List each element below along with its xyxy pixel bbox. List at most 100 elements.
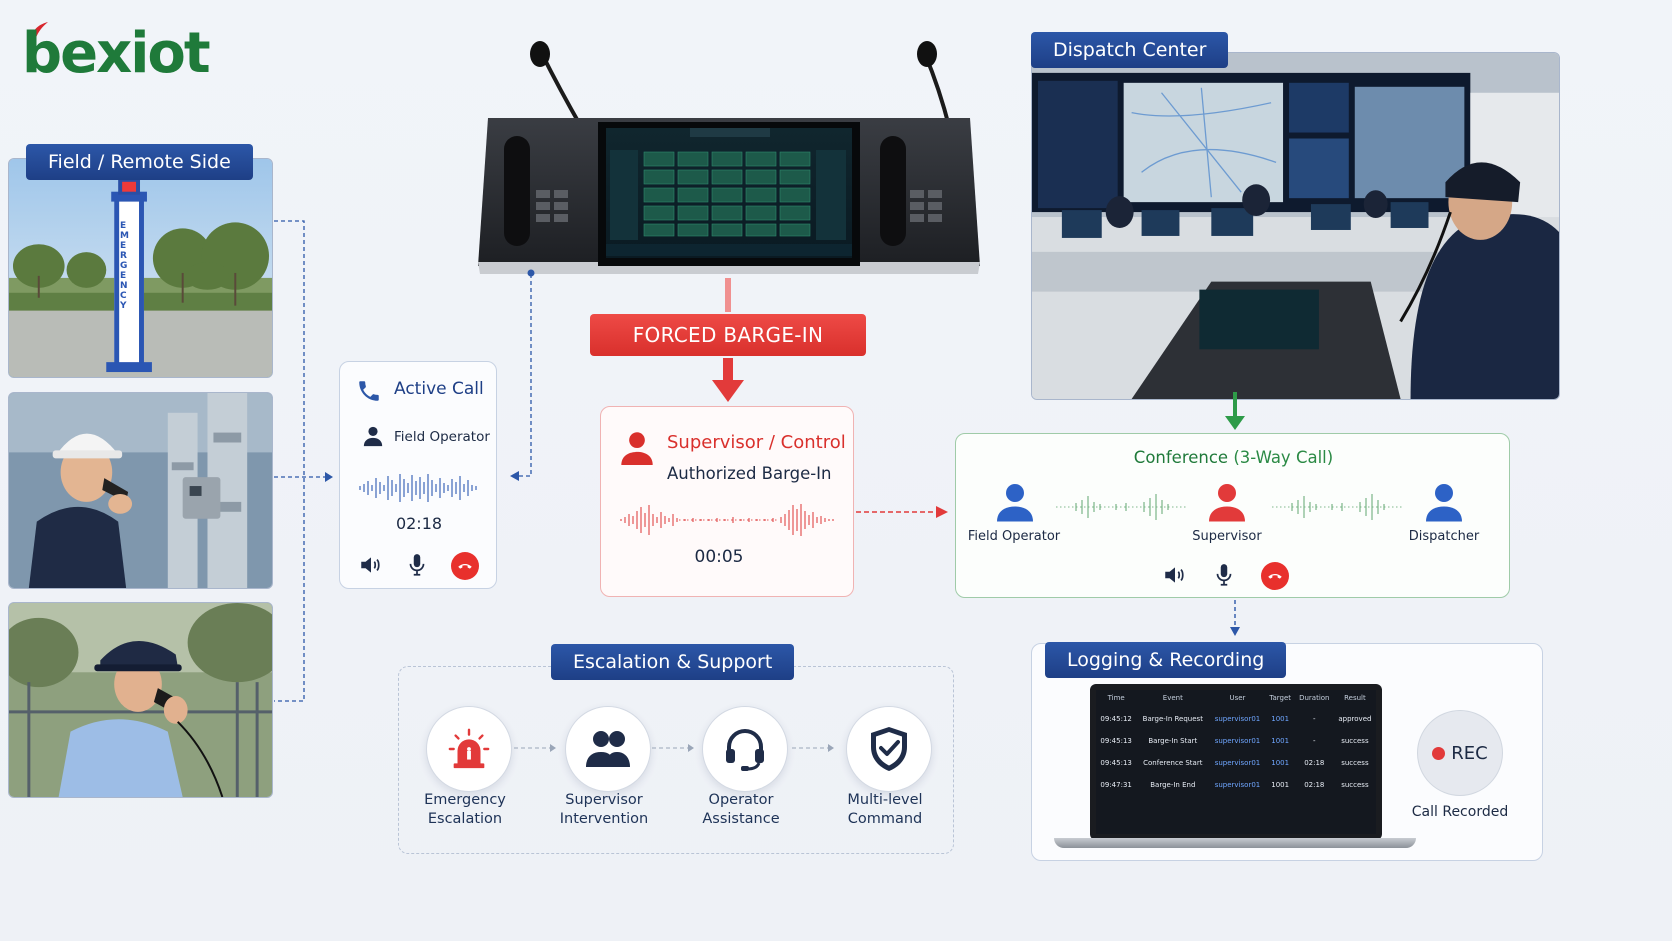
field-side-label: Field / Remote Side <box>26 144 253 180</box>
escalation-connectors <box>514 744 834 752</box>
log-cell: success <box>1341 737 1369 745</box>
field-operator-icon <box>997 484 1033 522</box>
escalation-step-command <box>846 706 932 792</box>
barge-down-arrow <box>712 358 744 402</box>
conference-heading: Conference (3-Way Call) <box>956 448 1511 467</box>
escalation-label: Escalation & Support <box>551 644 795 680</box>
forced-barge-in-banner: FORCED BARGE-IN <box>590 314 866 356</box>
active-call-caller: Field Operator <box>394 429 490 445</box>
rec-label: REC <box>1451 742 1488 764</box>
escalation-step-operator <box>702 706 788 792</box>
log-cell: 09:45:13 <box>1100 737 1132 745</box>
log-col-duration: Duration <box>1299 694 1330 702</box>
log-cell: Barge-In Request <box>1142 715 1203 723</box>
conference-microphone-icon[interactable] <box>1211 562 1237 588</box>
log-cell: - <box>1313 737 1316 745</box>
log-cell: supervisor01 <box>1214 781 1261 789</box>
rec-indicator: REC <box>1417 710 1503 796</box>
supervisor-card: Supervisor / Control Authorized Barge-In… <box>600 406 854 597</box>
laptop: Time Event User Target Duration Result 0… <box>1090 684 1382 840</box>
dispatch-center-photo <box>1031 52 1560 400</box>
log-cell: - <box>1313 715 1316 723</box>
supervisor-line1: Supervisor <box>565 792 643 808</box>
forced-barge-in-label: FORCED BARGE-IN <box>632 323 824 347</box>
call-recorded-label: Call Recorded <box>1411 804 1509 820</box>
pillar-label: EMERGENCY <box>120 221 129 311</box>
supervisor-timer: 00:05 <box>694 547 744 567</box>
dispatch-console-device <box>478 41 980 277</box>
log-col-user: User <box>1229 694 1246 702</box>
waveform-icon <box>359 474 477 502</box>
emergency-line2: Escalation <box>427 811 503 827</box>
brand-name: bexiot <box>22 21 211 86</box>
brand-logo: bexiot <box>22 20 212 90</box>
command-line1: Multi-level <box>847 792 923 808</box>
log-cell: Conference Start <box>1143 759 1203 767</box>
escalation-step-command-label: Multi-level Command <box>815 791 955 829</box>
speaker-icon[interactable] <box>358 552 384 578</box>
log-cell: supervisor01 <box>1214 737 1261 745</box>
log-cell: 02:18 <box>1304 781 1325 789</box>
conference-speaker-icon[interactable] <box>1162 562 1188 588</box>
group-icon <box>586 731 630 767</box>
log-cell: Barge-In Start <box>1148 737 1198 745</box>
log-cell: Barge-In End <box>1150 781 1196 789</box>
log-cell: 09:47:31 <box>1100 781 1132 789</box>
log-cell: success <box>1341 759 1369 767</box>
log-table: Time Event User Target Duration Result 0… <box>1096 690 1376 797</box>
shield-check-icon <box>871 727 907 771</box>
table-row: 09:47:31 Barge-In End supervisor01 1001 … <box>1096 775 1376 797</box>
log-cell: 09:45:13 <box>1100 759 1132 767</box>
log-cell: approved <box>1338 715 1372 723</box>
log-header-row: Time Event User Target Duration Result <box>1096 690 1376 709</box>
log-cell: success <box>1341 781 1369 789</box>
table-row: 09:45:13 Barge-In Start supervisor01 100… <box>1096 731 1376 753</box>
escalation-step-emergency-label: Emergency Escalation <box>395 791 535 829</box>
escalation-step-supervisor-label: Supervisor Intervention <box>534 791 674 829</box>
command-line2: Command <box>847 811 923 827</box>
log-cell: supervisor01 <box>1214 715 1261 723</box>
active-call-card: Active Call Field Operator 02:18 <box>339 361 497 589</box>
logging-label: Logging & Recording <box>1045 642 1287 678</box>
log-cell: 1001 <box>1271 759 1290 767</box>
log-cell: supervisor01 <box>1214 759 1261 767</box>
hangup-button[interactable] <box>451 552 479 580</box>
console-barge-connector <box>725 278 731 312</box>
active-call-timer: 02:18 <box>395 514 443 533</box>
log-screen: Time Event User Target Duration Result 0… <box>1096 690 1376 834</box>
log-cell: 02:18 <box>1304 759 1325 767</box>
table-row: 09:45:13 Conference Start supervisor01 1… <box>1096 753 1376 775</box>
supervisor-to-conference-arrow <box>856 506 948 518</box>
dispatcher-icon <box>1426 484 1462 522</box>
participant-supervisor: Supervisor <box>1192 529 1262 544</box>
dispatch-center-label: Dispatch Center <box>1031 32 1229 68</box>
supervisor-line2: Intervention <box>559 811 649 827</box>
hangup-icon <box>458 563 472 569</box>
table-row: 09:45:12 Barge-In Request supervisor01 1… <box>1096 709 1376 731</box>
supervisor-user-icon <box>621 432 653 465</box>
supervisor-title: Supervisor / Control <box>667 432 846 453</box>
log-col-target: Target <box>1269 694 1291 702</box>
supervisor-subtitle: Authorized Barge-In <box>667 464 832 483</box>
supervisor-participant-icon <box>1209 484 1245 522</box>
industrial-worker-phone-photo <box>8 392 273 589</box>
operator-line1: Operator <box>708 792 774 808</box>
conference-hangup-icon <box>1268 573 1282 579</box>
siren-icon <box>448 728 490 769</box>
log-cell: 09:45:12 <box>1100 715 1132 723</box>
conference-hangup-button[interactable] <box>1261 562 1289 590</box>
operator-line2: Assistance <box>702 811 780 827</box>
log-col-result: Result <box>1344 694 1366 702</box>
participant-dispatcher: Dispatcher <box>1408 529 1480 544</box>
conference-to-logging-arrow <box>1230 600 1240 636</box>
conference-card: Conference (3-Way Call) Field Operator S… <box>955 433 1510 598</box>
escalation-step-operator-label: Operator Assistance <box>671 791 811 829</box>
emergency-pillar-photo: EMERGENCY <box>8 158 273 378</box>
logo-mark-icon <box>30 22 48 38</box>
escalation-step-emergency <box>426 706 512 792</box>
phone-icon <box>359 381 379 401</box>
field-connector-lines <box>274 220 333 702</box>
escalation-step-supervisor <box>565 706 651 792</box>
rec-dot-icon <box>1432 746 1446 760</box>
microphone-icon[interactable] <box>404 552 430 578</box>
